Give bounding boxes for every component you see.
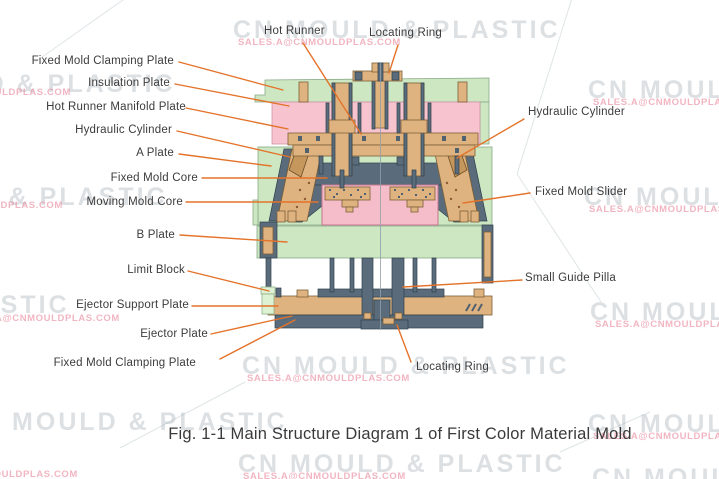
leader-insulation-plate [174, 83, 290, 107]
label-limit-block: Limit Block [127, 264, 185, 276]
label-fixed-mold-core: Fixed Mold Core [110, 172, 198, 184]
clamp-screw-right [457, 81, 468, 103]
b-plate-shape [256, 225, 493, 259]
clamp-screw-left [298, 81, 309, 103]
leader-small-guide-pilla [402, 279, 523, 288]
leader-fixed-mold-clamping-plate-top [178, 61, 284, 91]
leader-hot-runner-manifold-plate [185, 107, 289, 130]
label-moving-mold-core: Moving Mold Core [86, 196, 183, 208]
leader-fixed-mold-clamping-plate-bottom [219, 319, 296, 360]
figure-caption: Fig. 1-1 Main Structure Diagram 1 of Fir… [168, 425, 632, 443]
label-ejector-support-plate: Ejector Support Plate [76, 299, 189, 311]
label-b-plate: B Plate [136, 229, 175, 241]
sprue-bushing [371, 74, 389, 130]
label-small-guide-pilla: Small Guide Pilla [525, 272, 616, 284]
leader-locating-ring-bottom [396, 324, 412, 363]
label-hydraulic-cylinder-right: Hydraulic Cylinder [528, 106, 625, 118]
return-pin-housing-right [481, 224, 494, 284]
leader-locating-ring-top [388, 44, 399, 74]
hot-runner-nozzle-right [400, 82, 428, 189]
label-insulation-plate: Insulation Plate [88, 77, 170, 89]
leader-fixed-mold-slider [462, 192, 531, 204]
leader-b-plate [179, 234, 288, 243]
hot-runner-nozzle-left [328, 82, 356, 189]
label-ejector-plate: Ejector Plate [140, 328, 208, 340]
label-fixed-mold-slider: Fixed Mold Slider [535, 186, 628, 198]
leader-ejector-plate [210, 315, 293, 335]
leader-a-plate [178, 153, 272, 167]
slider-assembly-left [268, 148, 323, 223]
ejector-pins [329, 257, 437, 293]
small-guide-pillar-left [361, 257, 374, 319]
leader-hydraulic-cylinder-left [176, 130, 291, 158]
leader-limit-block [187, 270, 270, 292]
locating-ring-bottom-shape [360, 299, 409, 330]
label-fixed-mold-clamping-plate-top: Fixed Mold Clamping Plate [31, 55, 174, 67]
leader-hydraulic-cylinder-right [456, 118, 525, 159]
label-hot-runner: Hot Runner [264, 25, 325, 37]
label-locating-ring-top: Locating Ring [369, 27, 442, 39]
label-hydraulic-cylinder-left: Hydraulic Cylinder [75, 124, 172, 136]
brand-stamp-mark [465, 303, 483, 312]
ejector-plate-shape [317, 288, 445, 298]
label-fixed-mold-clamping-plate-bottom: Fixed Mold Clamping Plate [53, 357, 196, 369]
label-hot-runner-manifold-plate: Hot Runner Manifold Plate [46, 101, 186, 113]
label-locating-ring-bottom: Locating Ring [416, 361, 489, 373]
leader-hot-runner [302, 42, 362, 135]
small-guide-pillar-right [391, 257, 405, 319]
leader-lines [174, 42, 531, 363]
molded-part-section [324, 186, 436, 213]
label-a-plate: A Plate [136, 147, 174, 159]
locating-ring-top-shape [352, 62, 403, 82]
